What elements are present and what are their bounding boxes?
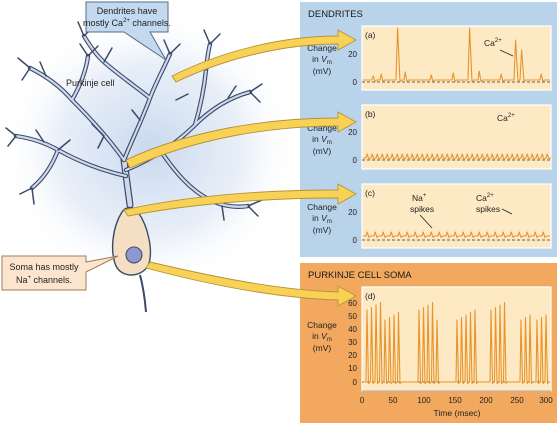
time-tick-200: 200 [479, 396, 493, 405]
plot-c-letter: (c) [365, 188, 375, 198]
plot-c-ytick-0: 0 [353, 236, 358, 245]
time-tick-150: 150 [448, 396, 462, 405]
soma-nucleus [125, 246, 143, 264]
plot-c-ca-pointer [501, 208, 513, 215]
arrow-to-plot-b [125, 111, 357, 169]
time-tick-0: 0 [360, 396, 365, 405]
plot-c-ylabel: Change in Vm (mV) [307, 202, 337, 235]
time-axis-ticks: 0 50 100 150 200 250 300 [360, 390, 553, 405]
plot-b-area [361, 104, 552, 170]
plot-a-ylabel: Change in Vm (mV) [307, 43, 337, 76]
soma-panel-title: PURKINJE CELL SOMA [308, 270, 412, 281]
time-tick-250: 250 [510, 396, 524, 405]
svg-text:(mV): (mV) [313, 146, 332, 156]
plot-d-ytick-20: 20 [348, 351, 357, 360]
svg-text:in Vm: in Vm [312, 213, 332, 225]
dendrites-panel-title: DENDRITES [308, 9, 363, 20]
time-tick-100: 100 [417, 396, 431, 405]
arrows [123, 29, 357, 307]
plot-d-trace [363, 301, 550, 385]
cell-label: Purkinje cell [66, 78, 115, 88]
plot-b-yticks: 20 0 [348, 128, 357, 165]
plot-c-ca-label: Ca2+spikes [476, 193, 500, 214]
plot-b-trace [363, 153, 552, 161]
plot-c-yticks: 20 0 [348, 208, 357, 245]
dendritic-tree [5, 21, 263, 221]
time-tick-300: 300 [539, 396, 553, 405]
plot-c-na-label: Na+spikes [410, 193, 434, 214]
svg-text:Change: Change [307, 320, 337, 330]
svg-text:in Vm: in Vm [312, 331, 332, 343]
svg-text:mostly Ca2+ channels.: mostly Ca2+ channels. [83, 18, 171, 28]
plot-d-ytick-30: 30 [348, 338, 357, 347]
plot-c-ytick-20: 20 [348, 208, 357, 217]
plot-c-area [361, 183, 552, 249]
plot-a-ytick-20: 20 [348, 50, 357, 59]
plot-a-ca-pointer [499, 49, 514, 57]
plot-a-trace [363, 27, 550, 83]
plot-b-ca-label: Ca2+ [497, 113, 515, 123]
dendrites-callout: Dendrites have mostly Ca2+ channels. [83, 1, 171, 61]
plot-a-yticks: 20 0 [348, 50, 357, 87]
plot-d-yticks: 60 50 40 30 20 10 0 [348, 299, 357, 387]
svg-text:in Vm: in Vm [312, 134, 332, 146]
plot-a-ytick-0: 0 [353, 78, 358, 87]
plot-a-letter: (a) [365, 30, 376, 40]
svg-text:Dendrites have: Dendrites have [97, 6, 158, 16]
plot-d-ytick-60: 60 [348, 299, 357, 308]
soma-callout: Soma has mostly Na+ channels. [1, 255, 119, 291]
plot-d-ytick-10: 10 [348, 364, 357, 373]
plot-c-na-pointer [419, 214, 433, 229]
plot-b-letter: (b) [365, 109, 376, 119]
axon [139, 274, 147, 313]
plot-d-ytick-50: 50 [348, 312, 357, 321]
arrow-to-plot-a [171, 29, 357, 83]
plot-d-letter: (d) [365, 291, 376, 301]
svg-text:Change: Change [307, 123, 337, 133]
svg-text:(mV): (mV) [313, 225, 332, 235]
plot-d-ytick-40: 40 [348, 325, 357, 334]
plot-c-trace [363, 231, 550, 239]
svg-text:(mV): (mV) [313, 66, 332, 76]
plot-d-ylabel: Change in Vm (mV) [307, 320, 337, 353]
plot-b-ytick-20: 20 [348, 128, 357, 137]
plot-d-ytick-0: 0 [353, 378, 358, 387]
time-tick-50: 50 [389, 396, 398, 405]
arrow-to-plot-c [123, 183, 357, 217]
svg-text:Soma has mostly: Soma has mostly [9, 262, 79, 272]
svg-text:Na+ channels.: Na+ channels. [16, 275, 72, 285]
arrow-to-plot-d [145, 261, 357, 307]
plot-b-ylabel: Change in Vm (mV) [307, 123, 337, 156]
plot-a-ca-label: Ca2+ [484, 38, 502, 48]
svg-text:(mV): (mV) [313, 343, 332, 353]
svg-text:Change: Change [307, 202, 337, 212]
svg-text:in Vm: in Vm [312, 54, 332, 66]
time-axis-label: Time (msec) [434, 408, 481, 418]
svg-text:Change: Change [307, 43, 337, 53]
plot-b-ytick-0: 0 [353, 156, 358, 165]
